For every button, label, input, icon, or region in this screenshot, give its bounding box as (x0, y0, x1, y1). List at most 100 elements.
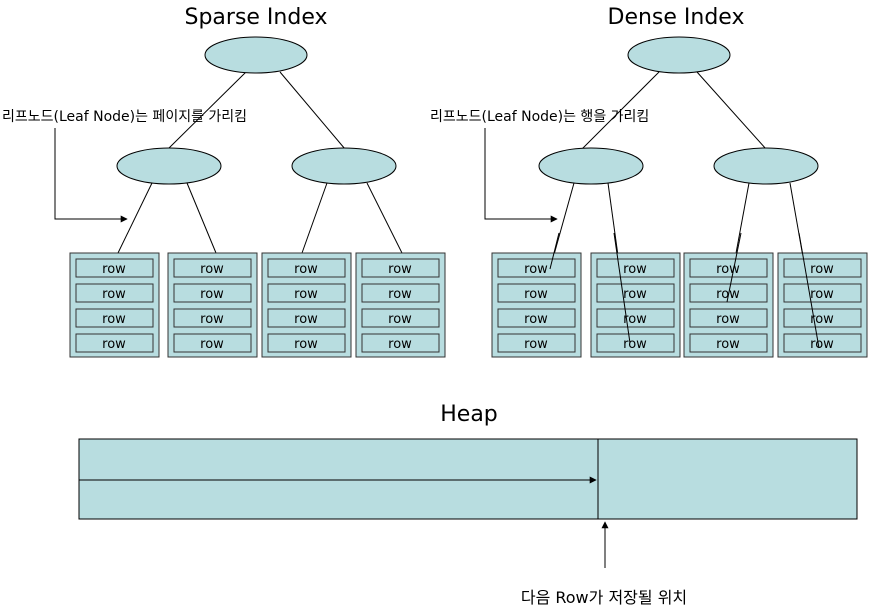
row-label: row (524, 262, 548, 277)
dense-index-tree (538, 36, 820, 349)
internal-node (713, 147, 819, 185)
row-label: row (294, 312, 318, 327)
dense-row-pointers-overlay (549, 232, 820, 349)
tree-edge (366, 182, 403, 254)
row-label: row (524, 287, 548, 302)
sparse-caption-arrow (54, 128, 128, 223)
row-pointer (549, 232, 560, 270)
row-label: row (623, 337, 647, 352)
row-label: row (102, 287, 126, 302)
row-label: row (200, 312, 224, 327)
sparse-leaf-caption: 리프노드(Leaf Node)는 페이지를 가리킴 (2, 109, 247, 125)
row-cell (596, 308, 675, 328)
row-cell (267, 258, 346, 278)
row-cell (75, 283, 154, 303)
heap-title: Heap (440, 402, 498, 427)
row-label: row (388, 262, 412, 277)
row-cell (689, 308, 768, 328)
row-cell (497, 333, 576, 353)
row-cell (361, 283, 440, 303)
row-cell (75, 333, 154, 353)
row-cell (783, 283, 862, 303)
dense-caption-arrow (484, 128, 558, 223)
row-cell (689, 258, 768, 278)
row-label: row (716, 337, 740, 352)
row-cell (783, 258, 862, 278)
row-label: row (623, 287, 647, 302)
row-cell (783, 333, 862, 353)
tree-edge (279, 71, 346, 150)
row-cell (173, 258, 252, 278)
row-cell (596, 258, 675, 278)
row-pointer (798, 232, 820, 349)
row-cell (497, 258, 576, 278)
tree-edge (167, 71, 247, 150)
row-cell (75, 308, 154, 328)
row-label: row (388, 287, 412, 302)
row-label: row (200, 262, 224, 277)
row-label: row (716, 262, 740, 277)
row-cell (267, 308, 346, 328)
page: row row row row (491, 252, 582, 358)
dense-index-title: Dense Index (608, 5, 745, 30)
row-cell (173, 283, 252, 303)
row-cell (361, 308, 440, 328)
row-label: row (294, 287, 318, 302)
row-cell (361, 333, 440, 353)
row-label: row (102, 262, 126, 277)
row-cell (783, 308, 862, 328)
row-cell (361, 258, 440, 278)
root-node (204, 36, 308, 74)
internal-node (116, 147, 222, 185)
dense-leaf-caption: 리프노드(Leaf Node)는 행을 가리킴 (430, 109, 649, 125)
row-label: row (200, 337, 224, 352)
row-label: row (294, 337, 318, 352)
page: row row row row (590, 252, 681, 358)
row-cell (497, 283, 576, 303)
page: row row row row (261, 252, 352, 358)
row-label: row (623, 312, 647, 327)
row-label: row (810, 337, 834, 352)
row-label: row (388, 337, 412, 352)
row-label: row (810, 262, 834, 277)
row-cell (689, 333, 768, 353)
sparse-index-pages: rowrowrowrowrowrowrowrowrowrowrowrowrowr… (69, 252, 446, 358)
row-label: row (294, 262, 318, 277)
row-cell (75, 258, 154, 278)
row-cell (173, 333, 252, 353)
row-pointer (613, 232, 631, 344)
row-label: row (524, 337, 548, 352)
tree-edge (581, 71, 660, 150)
row-cell (267, 333, 346, 353)
row-cell (497, 308, 576, 328)
heap-box (78, 438, 858, 520)
row-label: row (623, 262, 647, 277)
tree-edge (696, 71, 767, 150)
root-node (627, 36, 731, 74)
row-label: row (102, 337, 126, 352)
tree-edge (301, 182, 328, 254)
row-label: row (200, 287, 224, 302)
sparse-index-title: Sparse Index (184, 5, 327, 30)
row-label: row (810, 287, 834, 302)
tree-edge (186, 182, 217, 254)
row-cell (173, 308, 252, 328)
row-label: row (524, 312, 548, 327)
dense-index-pages: rowrowrowrowrowrowrowrowrowrowrowrowrowr… (491, 252, 868, 358)
internal-node (291, 147, 397, 185)
page: row row row row (355, 252, 446, 358)
internal-node (538, 147, 644, 185)
row-label: row (716, 312, 740, 327)
row-cell (267, 283, 346, 303)
row-label: row (810, 312, 834, 327)
row-label: row (388, 312, 412, 327)
row-cell (596, 283, 675, 303)
page: row row row row (777, 252, 868, 358)
tree-edge (117, 182, 153, 254)
row-cell (596, 333, 675, 353)
sparse-index-tree (116, 36, 403, 254)
next-row-caption: 다음 Row가 저장될 위치 (521, 588, 687, 607)
